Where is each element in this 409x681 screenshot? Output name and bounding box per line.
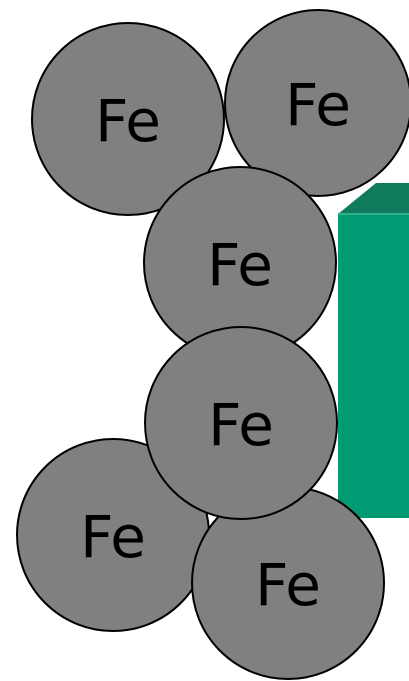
atom-label: Fe bbox=[80, 503, 146, 571]
atom-label: Fe bbox=[285, 71, 351, 139]
atom: Fe bbox=[145, 327, 337, 519]
atom-label: Fe bbox=[95, 87, 161, 155]
atom-label: Fe bbox=[255, 551, 321, 619]
atom-label: Fe bbox=[207, 231, 273, 299]
green-block-front-face bbox=[338, 214, 409, 518]
atom-label: Fe bbox=[208, 391, 274, 459]
green-block bbox=[338, 183, 409, 518]
